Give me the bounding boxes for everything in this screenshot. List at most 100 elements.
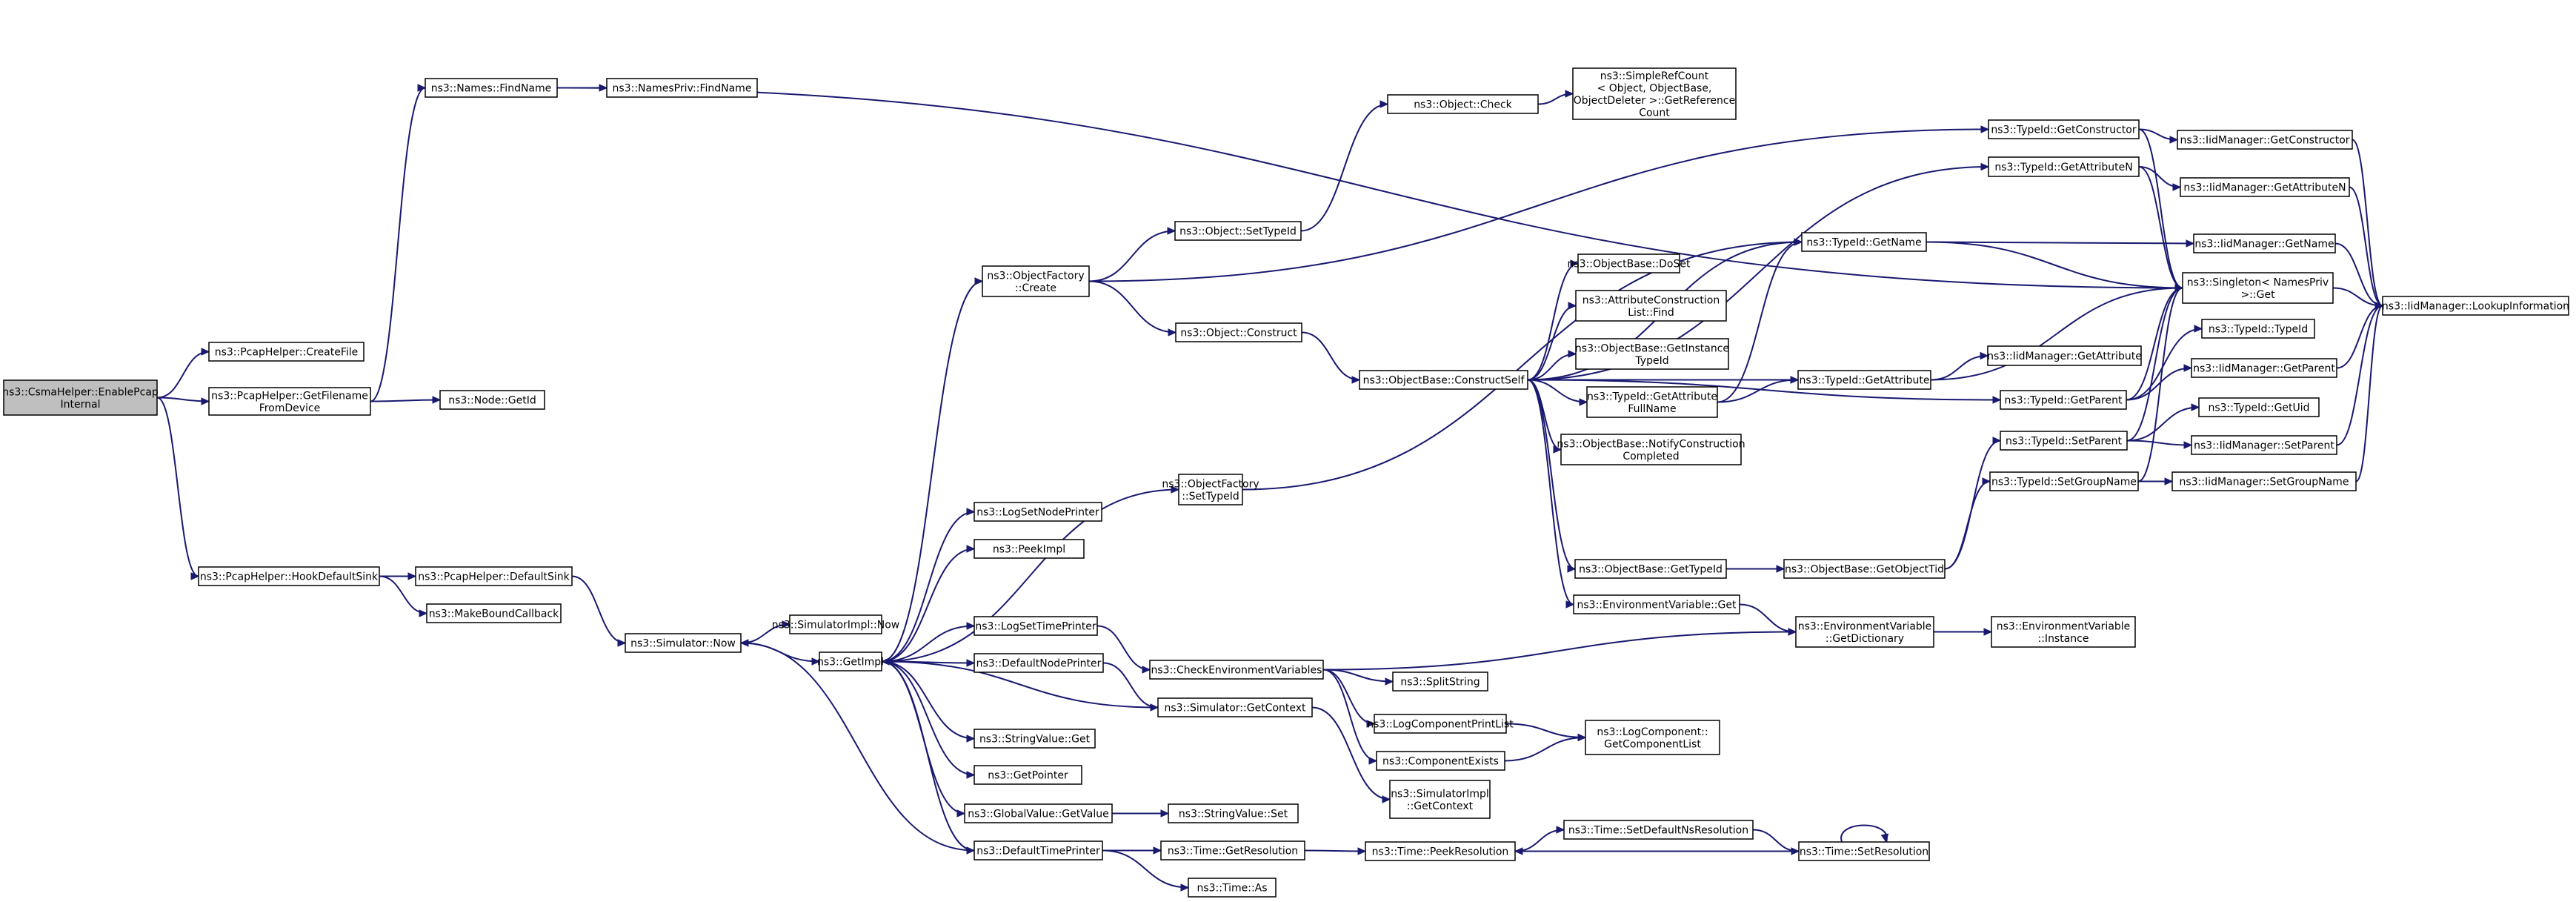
ns3-object-settypeid-label: ns3::Object::SetTypeId xyxy=(1179,226,1297,238)
ns3-pcaphelper-defaultsink-node[interactable]: ns3::PcapHelper::DefaultSink xyxy=(415,566,573,586)
ns3-pcaphelper-createfile-node[interactable]: ns3::PcapHelper::CreateFile xyxy=(208,342,365,362)
edge-timesetresolution-to-timepeekres xyxy=(1514,847,1799,855)
ns3-iidmanager-lookupinformation-node[interactable]: ns3::IidManager::LookupInformation xyxy=(2382,296,2569,316)
ns3-environmentvariable-getdictionary-node[interactable]: ns3::EnvironmentVariable::GetDictionary xyxy=(1795,616,1934,648)
ns3-defaultnodeprinter-node[interactable]: ns3::DefaultNodePrinter xyxy=(974,653,1104,673)
ns3-time-as-node[interactable]: ns3::Time::As xyxy=(1188,878,1277,898)
ns3-environmentvariable-instance-node[interactable]: ns3::EnvironmentVariable::Instance xyxy=(1991,616,2136,648)
ns3-environmentvariable-get-label: ns3::EnvironmentVariable::Get xyxy=(1577,600,1737,611)
ns3-time-setdefaultnsresolution-node[interactable]: ns3::Time::SetDefaultNsResolution xyxy=(1563,820,1754,840)
edge-typeidgetconstructor-to-singletonget xyxy=(2138,128,2184,292)
ns3-simulatorimpl-now-label: ns3::SimulatorImpl::Now xyxy=(772,620,900,631)
ns3-iidmanager-setparent-node[interactable]: ns3::IidManager::SetParent xyxy=(2191,435,2337,455)
ns3-typeid-getconstructor-node[interactable]: ns3::TypeId::GetConstructor xyxy=(1988,119,2140,139)
ns3-objectbase-getinstancetypeid-box xyxy=(1575,338,1729,370)
edge-timesetresolution-to-timesetresolution xyxy=(1840,824,1889,843)
edge-typeidgetparent-to-typeidtypeid xyxy=(2126,325,2203,401)
ns3-environmentvariable-getdictionary-label: ::GetDictionary xyxy=(1826,633,1904,645)
ns3-typeid-setgroupname-node[interactable]: ns3::TypeId::SetGroupName xyxy=(1989,471,2139,491)
edge-envgetdictionary-to-envinstance xyxy=(1933,628,1993,636)
ns3-logcomponentprintlist-node[interactable]: ns3::LogComponentPrintList xyxy=(1367,714,1514,734)
ns3-node-getid-node[interactable]: ns3::Node::GetId xyxy=(439,390,545,410)
ns3-logcomponent-getcomponentlist-label: GetComponentList xyxy=(1604,738,1701,750)
ns3-iidmanager-getattribute-node[interactable]: ns3::IidManager::GetAttribute xyxy=(1987,345,2142,366)
ns3-time-peekresolution-node[interactable]: ns3::Time::PeekResolution xyxy=(1365,841,1516,861)
ns3-objectbase-getobjecttid-node[interactable]: ns3::ObjectBase::GetObjectTid xyxy=(1783,559,1946,579)
ns3-pcaphelper-getfilenamefromdevice-box xyxy=(208,387,371,416)
ns3-objectbase-constructself-node[interactable]: ns3::ObjectBase::ConstructSelf xyxy=(1359,370,1528,390)
ns3-simulatorimpl-getcontext-label: ns3::SimulatorImpl xyxy=(1391,788,1489,800)
ns3-time-getresolution-node[interactable]: ns3::Time::GetResolution xyxy=(1160,840,1305,860)
ns3-logsetnodeprinter-node[interactable]: ns3::LogSetNodePrinter xyxy=(974,502,1102,522)
ns3-logcomponentprintlist-label: ns3::LogComponentPrintList xyxy=(1367,719,1514,731)
ns3-pcaphelper-hookdefaultsink-node[interactable]: ns3::PcapHelper::HookDefaultSink xyxy=(198,566,380,586)
ns3-typeid-setparent-node[interactable]: ns3::TypeId::SetParent xyxy=(2000,431,2128,451)
ns3-iidmanager-setgroupname-node[interactable]: ns3::IidManager::SetGroupName xyxy=(2171,471,2357,491)
ns3-objectbase-doset-node[interactable]: ns3::ObjectBase::DoSet xyxy=(1568,253,1691,273)
edge-constructself-to-objbasedoset xyxy=(1527,259,1580,381)
ns3-namespriv-findname-node[interactable]: ns3::NamesPriv::FindName xyxy=(606,78,758,98)
ns3-componentexists-node[interactable]: ns3::ComponentExists xyxy=(1376,751,1505,771)
ns3-objectbase-getobjecttid-box xyxy=(1783,559,1946,579)
ns3-logsettimeprinter-node[interactable]: ns3::LogSetTimePrinter xyxy=(974,616,1098,636)
ns3-simulator-getcontext-box xyxy=(1157,697,1313,717)
ns3-objectbase-doset-box xyxy=(1577,253,1680,273)
ns3-globalvalue-getvalue-node[interactable]: ns3::GlobalValue::GetValue xyxy=(964,803,1113,823)
ns3-simulator-getcontext-node[interactable]: ns3::Simulator::GetContext xyxy=(1157,697,1313,717)
ns3-simplerefcount-getreferencecount-node[interactable]: ns3::SimpleRefCount< Object, ObjectBase,… xyxy=(1572,67,1737,120)
ns3-simulator-now-label: ns3::Simulator::Now xyxy=(630,638,736,650)
ns3-objectbase-gettypeid-node[interactable]: ns3::ObjectBase::GetTypeId xyxy=(1574,559,1727,579)
ns3-typeid-getattribute-node[interactable]: ns3::TypeId::GetAttribute xyxy=(1797,370,1931,390)
ns3-singleton-namespriv-get-node[interactable]: ns3::Singleton< NamesPriv >::Get xyxy=(2182,272,2334,304)
ns3-splitstring-node[interactable]: ns3::SplitString xyxy=(1392,671,1488,692)
ns3-peekimpl-node[interactable]: ns3::PeekImpl xyxy=(974,539,1085,559)
ns3-pcaphelper-hookdefaultsink-label: ns3::PcapHelper::HookDefaultSink xyxy=(200,571,379,583)
ns3-objectfactory-settypeid-node[interactable]: ns3::ObjectFactory::SetTypeId xyxy=(1162,474,1259,505)
ns3-stringvalue-set-node[interactable]: ns3::StringValue::Set xyxy=(1168,803,1299,823)
ns3-attributeconstructionlist-find-label: List::Find xyxy=(1628,307,1674,319)
ns3-time-as-label: ns3::Time::As xyxy=(1197,883,1267,895)
ns3-checkenvironmentvariables-node[interactable]: ns3::CheckEnvironmentVariables xyxy=(1149,660,1324,680)
ns3-objectbase-notifyconstructioncompleted-node[interactable]: ns3::ObjectBase::NotifyConstructionCompl… xyxy=(1557,434,1745,465)
ns3-iidmanager-getname-node[interactable]: ns3::IidManager::GetName xyxy=(2193,233,2336,253)
ns3-typeid-setparent-label: ns3::TypeId::SetParent xyxy=(2006,436,2122,448)
ns3-simulator-now-node[interactable]: ns3::Simulator::Now xyxy=(625,633,742,653)
ns3-iidmanager-setparent-label: ns3::IidManager::SetParent xyxy=(2194,440,2334,452)
ns3-getimpl-node[interactable]: ns3::GetImpl xyxy=(817,651,884,671)
ns3-time-setdefaultnsresolution-label: ns3::Time::SetDefaultNsResolution xyxy=(1568,825,1748,837)
ns3-logcomponent-getcomponentlist-node[interactable]: ns3::LogComponent::GetComponentList xyxy=(1585,720,1720,755)
ns3-object-construct-node[interactable]: ns3::Object::Construct xyxy=(1175,322,1302,342)
ns3-defaulttimeprinter-node[interactable]: ns3::DefaultTimePrinter xyxy=(974,840,1103,860)
ns3-iidmanager-lookupinformation-label: ns3::IidManager::LookupInformation xyxy=(2382,301,2569,313)
ns3-object-settypeid-node[interactable]: ns3::Object::SetTypeId xyxy=(1174,221,1302,241)
edge-getimpl-to-ofcreate xyxy=(881,277,984,663)
ns3-environmentvariable-get-node[interactable]: ns3::EnvironmentVariable::Get xyxy=(1573,594,1740,614)
ns3-pcaphelper-defaultsink-label: ns3::PcapHelper::DefaultSink xyxy=(418,571,570,583)
ns3-iidmanager-getconstructor-node[interactable]: ns3::IidManager::GetConstructor xyxy=(2177,130,2353,150)
ns3-objectfactory-create-node[interactable]: ns3::ObjectFactory::Create xyxy=(982,265,1090,297)
ns3-makeboundcallback-node[interactable]: ns3::MakeBoundCallback xyxy=(426,603,562,623)
ns3-simulatorimpl-getcontext-node[interactable]: ns3::SimulatorImpl::GetContext xyxy=(1389,780,1491,819)
ns3-names-findname-node[interactable]: ns3::Names::FindName xyxy=(425,78,558,98)
ns3-simulatorimpl-now-node[interactable]: ns3::SimulatorImpl::Now xyxy=(772,614,900,634)
edge-ofcreate-to-objconstruct xyxy=(1088,280,1177,336)
ns3-stringvalue-get-node[interactable]: ns3::StringValue::Get xyxy=(974,729,1096,749)
ns3-typeid-typeid-node[interactable]: ns3::TypeId::TypeId xyxy=(2201,319,2315,339)
ns3-iidmanager-getattributen-node[interactable]: ns3::IidManager::GetAttributeN xyxy=(2180,177,2350,197)
edge-checkenv-to-componentexists xyxy=(1322,669,1378,765)
ns3-time-setresolution-node[interactable]: ns3::Time::SetResolution xyxy=(1798,841,1930,861)
ns3-typeid-getname-node[interactable]: ns3::TypeId::GetName xyxy=(1801,232,1927,252)
ns3-typeid-getuid-node[interactable]: ns3::TypeId::GetUid xyxy=(2198,397,2320,417)
edge-simgetcontext-to-getimpl xyxy=(880,657,1159,709)
ns3-typeid-getparent-node[interactable]: ns3::TypeId::GetParent xyxy=(2000,390,2127,410)
ns3-typeid-getattributen-node[interactable]: ns3::TypeId::GetAttributeN xyxy=(1988,156,2140,177)
ns3-iidmanager-getparent-node[interactable]: ns3::IidManager::GetParent xyxy=(2191,358,2337,378)
ns3-iidmanager-getparent-box xyxy=(2191,358,2337,378)
ns3-getpointer-node[interactable]: ns3::GetPointer xyxy=(974,765,1082,785)
ns3-object-check-node[interactable]: ns3::Object::Check xyxy=(1387,94,1539,114)
